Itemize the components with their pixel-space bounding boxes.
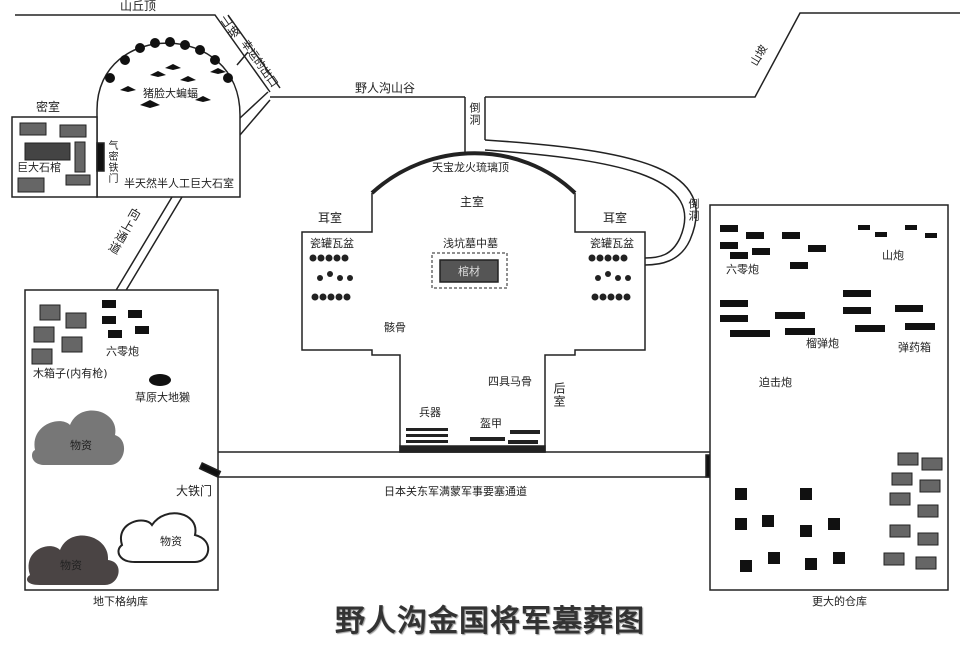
map-title: 野人沟金国将军墓葬图: [335, 604, 645, 639]
stone-coffins: [17, 122, 91, 193]
label-weapons: 兵器: [419, 406, 441, 419]
rear-floor: [399, 445, 546, 453]
label-rear-room: 后室: [552, 382, 566, 408]
label-mortar60-left: 六零炮: [106, 345, 139, 358]
inverted-tunnel-curve: [484, 139, 697, 266]
weapons-armor: [406, 428, 540, 444]
bats-group: [105, 37, 233, 108]
label-main-room: 主室: [460, 195, 485, 209]
iron-gate-left: [198, 462, 222, 478]
label-sloth: 草原大地獭: [135, 391, 190, 404]
label-armor: 盔甲: [480, 417, 502, 430]
sloth-icon: [149, 374, 171, 386]
corridor: [218, 451, 710, 478]
label-horse-bones: 四具马骨: [488, 375, 532, 388]
mortars-left: [102, 300, 149, 338]
hilltop-line: [15, 14, 271, 93]
label-pottery-left: 瓷罐瓦盆: [310, 237, 354, 250]
label-mountain-gun: 山炮: [882, 249, 904, 262]
ammo-boxes: [883, 452, 943, 570]
label-ear-room-right: 耳室: [603, 211, 628, 225]
pottery: [309, 254, 631, 301]
label-supplies-2: 物资: [60, 559, 82, 572]
label-bats: 猪脸大蝙蝠: [143, 87, 198, 100]
label-hilltop: 山丘顶: [120, 0, 157, 13]
label-mortar60-right: 六零炮: [726, 263, 759, 276]
label-pottery-right: 瓷罐瓦盆: [590, 237, 634, 250]
label-supplies-1: 物资: [70, 439, 92, 452]
wooden-crates: [31, 304, 87, 365]
label-secret-room: 密室: [36, 100, 61, 114]
label-howitzer: 榴弹炮: [806, 337, 839, 350]
label-stone-coffin: 巨大石棺: [17, 161, 61, 174]
up-passage: [114, 196, 183, 293]
warehouse-guns: [720, 225, 937, 572]
supply-clouds: [27, 410, 210, 585]
label-hangar: 地下格纳库: [93, 595, 148, 608]
label-warehouse: 更大的仓库: [812, 595, 867, 608]
slope-road: [227, 14, 281, 89]
tomb-outline: [301, 193, 646, 453]
label-stone-chamber: 半天然半人工巨大石室: [124, 177, 234, 190]
airtight-door: [96, 142, 105, 172]
label-corridor: 日本关东军满蒙军事要塞通道: [384, 485, 527, 498]
label-inverted-tunnel-side: 倒洞: [687, 198, 700, 222]
coffin-box: [439, 259, 499, 283]
label-coffin: 棺材: [458, 265, 480, 278]
label-inner-tomb: 浅坑墓中墓: [443, 237, 498, 250]
label-iron-gate: 大铁门: [176, 484, 213, 498]
inverted-tunnel-vertical: [464, 97, 486, 155]
label-ear-room-left: 耳室: [318, 211, 343, 225]
lucky-exit-tunnel: [239, 91, 271, 136]
label-dome: 天宝龙火琉璃顶: [432, 161, 509, 174]
label-bones: 骸骨: [384, 321, 406, 334]
label-ammo: 弹药箱: [898, 341, 931, 354]
inner-tomb-box: [431, 252, 508, 289]
valley-line: [270, 12, 960, 98]
label-mortar: 迫击炮: [759, 376, 792, 389]
label-valley: 野人沟山谷: [355, 81, 416, 95]
bat-chamber: [96, 42, 241, 198]
label-supplies-3: 物资: [160, 535, 182, 548]
label-airtight-door: 气密铁门: [106, 140, 117, 184]
label-inverted-tunnel-top: 倒洞: [468, 102, 481, 126]
label-crates: 木箱子(内有枪): [33, 367, 108, 380]
dragon-dome: [370, 151, 577, 195]
